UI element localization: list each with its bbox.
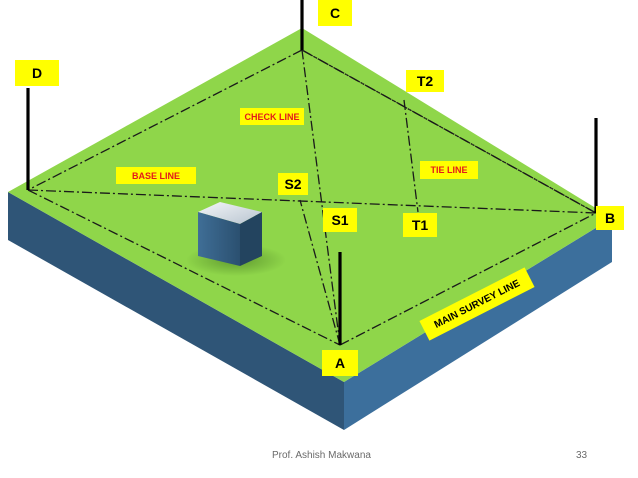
slab-left-side	[8, 192, 344, 430]
check-line	[301, 49, 597, 214]
label-point-c: C	[318, 0, 352, 26]
footer-author: Prof. Ashish Makwana	[272, 450, 371, 461]
label-point-s1: S1	[323, 208, 357, 232]
main-survey-line-ab	[339, 212, 597, 346]
label-base-line: BASE LINE	[116, 167, 196, 184]
label-check-line: CHECK LINE	[240, 108, 304, 125]
tie-line	[403, 99, 419, 213]
footer-page-number: 33	[576, 450, 588, 461]
label-point-a: A	[322, 350, 358, 376]
label-point-s2: S2	[278, 173, 308, 195]
survey-line-da	[27, 189, 341, 346]
label-point-d: D	[15, 60, 59, 86]
building-right	[240, 212, 262, 266]
diagonal-line-ac	[301, 49, 341, 346]
base-line-db	[27, 189, 597, 214]
label-point-t1: T1	[403, 213, 437, 237]
label-point-t2: T2	[406, 70, 444, 92]
building-top	[198, 202, 262, 224]
check-line-s2	[299, 199, 341, 346]
ground-surface	[8, 28, 612, 382]
building-left	[198, 212, 240, 266]
slab-right-side	[344, 218, 612, 430]
survey-line-cd	[27, 49, 303, 191]
label-point-b: B	[596, 206, 624, 230]
label-tie-line: TIE LINE	[420, 161, 478, 179]
